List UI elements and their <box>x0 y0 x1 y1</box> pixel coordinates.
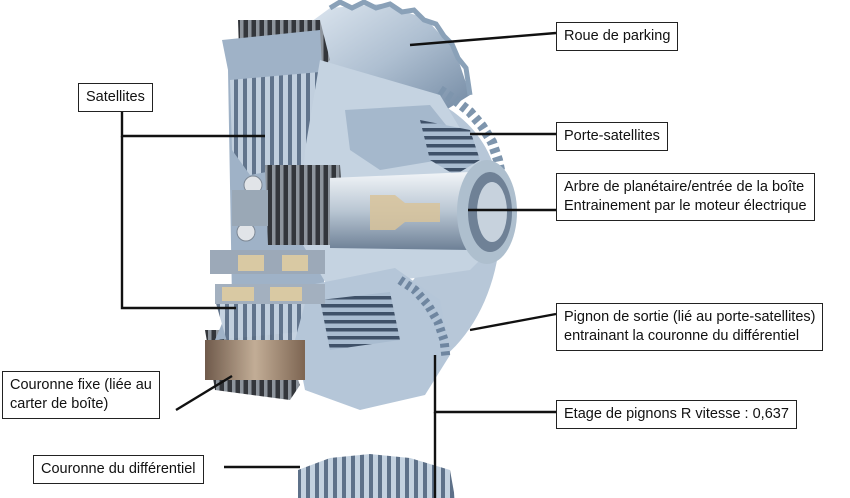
label-arbre-planetaire: Arbre de planétaire/entrée de la boîte E… <box>556 173 815 221</box>
satellites-text: Satellites <box>86 89 145 105</box>
arbre-line1-text: Arbre de planétaire/entrée de la boîte <box>564 179 805 195</box>
couronne-fixe-line1-text: Couronne fixe (liée au <box>10 377 152 393</box>
label-couronne-differentiel: Couronne du différentiel <box>33 455 204 484</box>
arbre-line2-text: Entrainement par le moteur électrique <box>564 198 807 214</box>
bearings-shape <box>232 175 268 242</box>
differential-crown-shape <box>298 454 455 498</box>
roue-de-parking-text: Roue de parking <box>564 28 671 44</box>
bushing-shape <box>205 250 325 380</box>
output-pinion-shape <box>295 268 451 410</box>
couronne-fixe-line2-text: carter de boîte) <box>10 396 109 412</box>
label-etage-pignons: Etage de pignons R vitesse : 0,637 <box>556 400 797 429</box>
pignon-line1-text: Pignon de sortie (lié au porte-satellite… <box>564 309 816 325</box>
label-couronne-fixe: Couronne fixe (liée au carter de boîte) <box>2 371 160 419</box>
label-roue-de-parking: Roue de parking <box>556 22 679 51</box>
leader-lines <box>120 31 557 498</box>
label-porte-satellites: Porte-satellites <box>556 122 668 151</box>
porte-satellites-text: Porte-satellites <box>564 128 660 144</box>
couronne-diff-text: Couronne du différentiel <box>41 461 196 477</box>
sun-gear-shape <box>265 165 345 245</box>
label-satellites: Satellites <box>78 83 153 112</box>
input-shaft-shape <box>330 160 517 264</box>
etage-text: Etage de pignons R vitesse : 0,637 <box>564 406 789 422</box>
pignon-line2-text: entrainant la couronne du différentiel <box>564 328 800 344</box>
label-pignon-de-sortie: Pignon de sortie (lié au porte-satellite… <box>556 303 824 351</box>
